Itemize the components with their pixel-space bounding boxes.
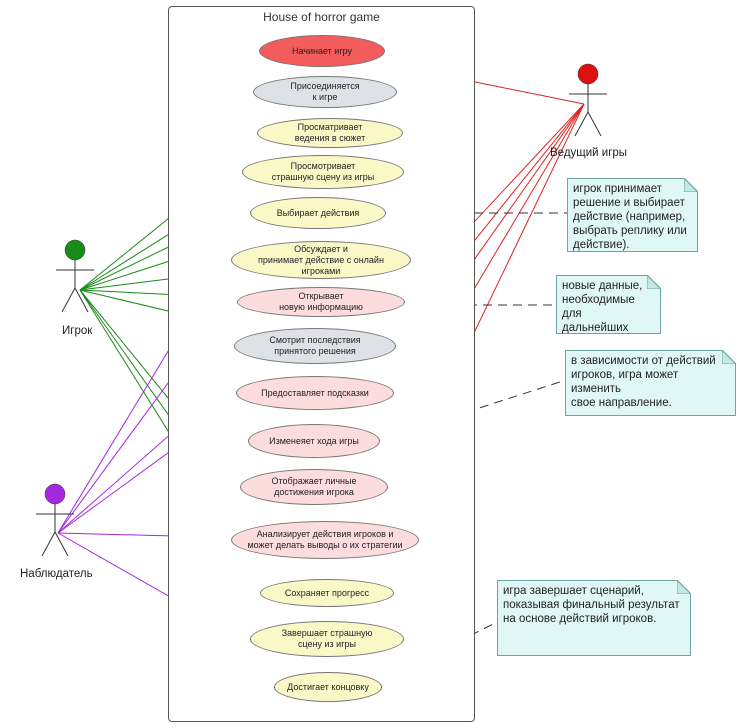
use-case-label: Анализирует действия игроков и может дел…	[247, 529, 403, 550]
use-case-label: Предоставляет подсказки	[261, 387, 369, 398]
use-case-label: Смотрит последствия принятого решения	[269, 335, 361, 356]
note-note1: игрок принимает решение и выбирает дейст…	[567, 178, 698, 252]
actor-label-player: Игрок	[62, 325, 93, 337]
note-note4: игра завершает сценарий, показывая финал…	[497, 580, 691, 656]
actor-label-observer: Наблюдатель	[20, 568, 93, 580]
use-case-label: Выбирает действия	[276, 207, 360, 218]
note-fold-icon	[684, 178, 698, 192]
use-case-label: Начинает игру	[291, 45, 353, 56]
use-case-uc5: Выбирает действия	[250, 197, 386, 229]
use-case-label: Достигает концовку	[287, 681, 369, 692]
use-case-label: Присоединяется к игре	[290, 81, 360, 102]
note-fold-icon	[647, 275, 661, 289]
note-fold-icon	[677, 580, 691, 594]
actor-label-host: Ведущий игры	[550, 147, 628, 159]
use-case-uc4: Просмотривает страшную сцену из игры	[242, 155, 404, 189]
use-case-label: Завершает страшную сцену из игры	[281, 628, 373, 649]
use-case-label: Сохраняет прогресс	[284, 587, 370, 598]
use-case-uc12: Анализирует действия игроков и может дел…	[231, 521, 419, 559]
use-case-label: Отображает личные достижения игрока	[271, 476, 357, 497]
use-case-uc1: Начинает игру	[259, 35, 385, 67]
use-case-label: Открывает новую информацию	[279, 291, 363, 312]
use-case-uc11: Отображает личные достижения игрока	[240, 469, 388, 505]
note-note2: новые данные, необходимые для дальнейших…	[556, 275, 661, 334]
system-boundary: House of horror game	[168, 6, 475, 722]
use-case-uc10: Изменеяет хода игры	[248, 424, 380, 458]
use-case-uc2: Присоединяется к игре	[253, 76, 397, 108]
use-case-label: Обсуждает и принимает действие с онлайн …	[258, 243, 384, 276]
note-note3: в зависимости от действий игроков, игра …	[565, 350, 736, 416]
use-case-uc14: Завершает страшную сцену из игры	[250, 621, 404, 657]
use-case-uc13: Сохраняет прогресс	[260, 579, 394, 607]
use-case-label: Изменеяет хода игры	[269, 435, 359, 446]
use-case-label: Просматривает ведения в сюжет	[294, 122, 366, 143]
use-case-uc9: Предоставляет подсказки	[236, 376, 394, 410]
note-fold-icon	[722, 350, 736, 364]
use-case-uc15: Достигает концовку	[274, 672, 382, 702]
use-case-label: Просмотривает страшную сцену из игры	[271, 161, 375, 182]
system-title: House of horror game	[263, 10, 380, 24]
use-case-uc6: Обсуждает и принимает действие с онлайн …	[231, 241, 411, 279]
use-case-uc8: Смотрит последствия принятого решения	[234, 328, 396, 364]
use-case-uc3: Просматривает ведения в сюжет	[257, 118, 403, 148]
use-case-uc7: Открывает новую информацию	[237, 287, 405, 317]
